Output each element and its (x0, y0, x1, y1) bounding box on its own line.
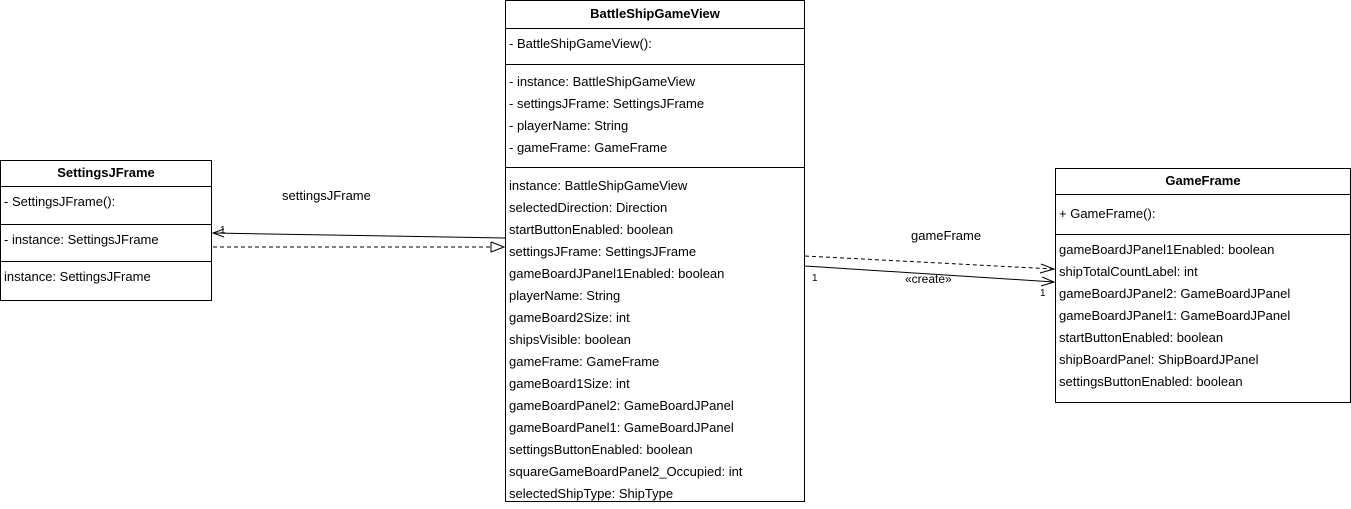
property-row: startButtonEnabled: boolean (509, 222, 674, 237)
property-row: settingsButtonEnabled: boolean (509, 442, 693, 457)
constructor-row: - BattleShipGameView(): (509, 36, 652, 51)
property-row: instance: BattleShipGameView (509, 178, 688, 193)
property-row: gameBoardJPanel2: GameBoardJPanel (1059, 286, 1291, 301)
field-section: - instance: BattleShipGameView - setting… (506, 65, 804, 168)
class-title: GameFrame (1056, 169, 1350, 195)
settingsjframe-association-arrowhead (211, 228, 225, 238)
constructor-section: + GameFrame(): (1056, 195, 1350, 235)
property-row: gameBoardPanel1: GameBoardJPanel (509, 420, 734, 435)
field-row: - instance: BattleShipGameView (509, 74, 696, 89)
property-row: selectedShipType: ShipType (509, 486, 674, 501)
settingsjframe-multiplicity: 1 (220, 225, 226, 236)
field-section: - instance: SettingsJFrame (1, 225, 211, 262)
property-row: gameFrame: GameFrame (509, 354, 660, 369)
property-row: gameBoardJPanel1Enabled: boolean (509, 266, 725, 281)
property-section: gameBoardJPanel1Enabled: boolean shipTot… (1056, 235, 1350, 397)
gameframe-dependency-line (804, 255, 1055, 270)
gameframe-create-line (804, 265, 1055, 283)
property-row: instance: SettingsJFrame (4, 269, 151, 284)
property-row: shipsVisible: boolean (509, 332, 631, 347)
create-stereotype-label: «create» (905, 272, 952, 286)
gameframe-source-multiplicity: 1 (812, 273, 818, 284)
property-row: squareGameBoardPanel2_Occupied: int (509, 464, 743, 479)
property-row: gameBoard2Size: int (509, 310, 630, 325)
property-row: gameBoard1Size: int (509, 376, 630, 391)
gameframe-dependency-arrowhead (1039, 263, 1056, 274)
gameframe-create-arrowhead (1040, 276, 1056, 287)
property-row: selectedDirection: Direction (509, 200, 668, 215)
property-section: instance: BattleShipGameView selectedDir… (506, 168, 804, 509)
gameframe-target-multiplicity: 1 (1040, 288, 1046, 299)
property-row: playerName: String (509, 288, 621, 303)
class-settingsjframe[interactable]: SettingsJFrame - SettingsJFrame(): - ins… (0, 160, 212, 301)
settings-dependency-arrowhead (490, 241, 506, 253)
field-row: - gameFrame: GameFrame (509, 140, 668, 155)
property-section: instance: SettingsJFrame (1, 262, 211, 292)
class-title: SettingsJFrame (1, 161, 211, 187)
field-row: - instance: SettingsJFrame (4, 232, 159, 247)
constructor-section: - BattleShipGameView(): (506, 29, 804, 65)
constructor-section: - SettingsJFrame(): (1, 187, 211, 225)
constructor-row: + GameFrame(): (1059, 206, 1156, 221)
property-row: gameBoardJPanel1Enabled: boolean (1059, 242, 1275, 257)
settingsjframe-association-line (212, 232, 506, 239)
property-row: settingsJFrame: SettingsJFrame (509, 244, 697, 259)
field-row: - playerName: String (509, 118, 629, 133)
constructor-row: - SettingsJFrame(): (4, 194, 116, 209)
property-row: shipBoardPanel: ShipBoardJPanel (1059, 352, 1259, 367)
property-row: gameBoardPanel2: GameBoardJPanel (509, 398, 734, 413)
field-row: - settingsJFrame: SettingsJFrame (509, 96, 705, 111)
settingsjframe-role-label: settingsJFrame (282, 188, 371, 203)
class-gameframe[interactable]: GameFrame + GameFrame(): gameBoardJPanel… (1055, 168, 1351, 403)
class-title: BattleShipGameView (506, 1, 804, 29)
property-row: startButtonEnabled: boolean (1059, 330, 1224, 345)
class-battleshipgameview[interactable]: BattleShipGameView - BattleShipGameView(… (505, 0, 805, 502)
property-row: settingsButtonEnabled: boolean (1059, 374, 1243, 389)
gameframe-role-label: gameFrame (911, 228, 982, 243)
property-row: shipTotalCountLabel: int (1059, 264, 1198, 279)
property-row: gameBoardJPanel1: GameBoardJPanel (1059, 308, 1291, 323)
